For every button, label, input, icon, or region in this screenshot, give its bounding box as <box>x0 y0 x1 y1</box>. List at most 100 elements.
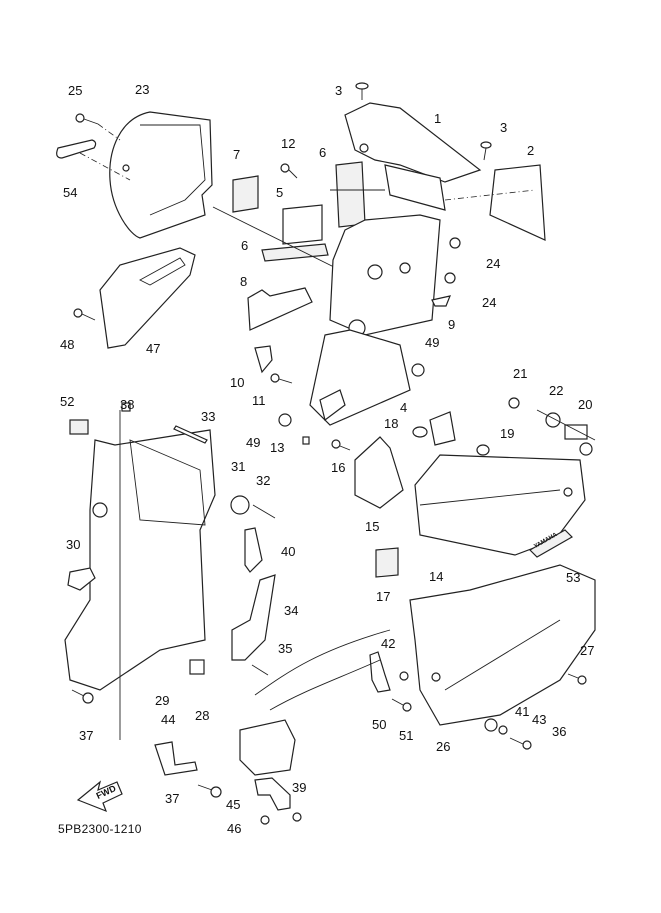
part-pad-17 <box>375 547 399 578</box>
callout-43: 43 <box>532 712 547 727</box>
callout-16: 16 <box>331 460 346 475</box>
part-bolt-27 <box>567 673 587 685</box>
callout-5: 5 <box>276 185 284 200</box>
callout-32: 32 <box>256 473 271 488</box>
callout-46: 46 <box>227 821 242 836</box>
callout-34: 34 <box>284 603 299 618</box>
part-bracket-50 <box>369 651 391 693</box>
part-plate-2 <box>489 164 546 241</box>
part-cover-47 <box>99 247 196 349</box>
callout-15: 15 <box>365 519 380 534</box>
part-nut-21 <box>508 397 520 409</box>
callout-12: 12 <box>281 136 296 151</box>
callout-6: 6 <box>319 145 327 160</box>
part-bolt-51 <box>391 698 412 712</box>
callout-37: 37 <box>79 728 94 743</box>
part-nut-38 <box>121 402 131 412</box>
callout-19: 19 <box>500 426 515 441</box>
part-bracket-15 <box>354 436 404 509</box>
callout-11: 11 <box>252 393 266 408</box>
callout-13: 13 <box>270 440 285 455</box>
part-grommet-54 <box>56 139 97 159</box>
callout-20: 20 <box>578 397 593 412</box>
part-pad-5 <box>282 204 323 245</box>
part-clip-3a <box>355 82 369 100</box>
part-pin-32 <box>252 504 276 519</box>
part-grommet-49a <box>411 363 425 377</box>
callout-36: 36 <box>552 724 567 739</box>
part-42 <box>399 671 409 681</box>
callout-49: 49 <box>246 435 261 450</box>
part-pad-6-upper <box>335 161 366 228</box>
callout-30: 30 <box>66 537 81 552</box>
callout-3: 3 <box>500 120 508 135</box>
part-block-52 <box>69 419 89 435</box>
part-grommet-24b <box>444 272 456 284</box>
part-bolt-48 <box>73 308 96 321</box>
part-side-cover-23 <box>109 111 213 239</box>
part-bolt-25 <box>75 113 99 125</box>
part-bolt-37a <box>71 689 94 704</box>
callout-33: 33 <box>201 409 216 424</box>
callout-24: 24 <box>486 256 501 271</box>
part-grommet-24a <box>449 237 461 249</box>
part-spacer-41 <box>484 718 498 732</box>
callout-45: 45 <box>226 797 241 812</box>
callout-52: 52 <box>60 394 75 409</box>
part-cover-26 <box>409 564 596 726</box>
drawing-code: 5PB2300-1210 <box>58 822 142 836</box>
callout-42: 42 <box>381 636 396 651</box>
part-clip-3b <box>480 141 492 161</box>
callout-24: 24 <box>482 295 497 310</box>
callout-50: 50 <box>372 717 387 732</box>
part-bolt-39 <box>292 812 302 822</box>
part-nut-13 <box>302 436 310 445</box>
callout-35: 35 <box>278 641 293 656</box>
part-pad-6-lower <box>261 243 329 262</box>
callout-22: 22 <box>549 383 564 398</box>
callout-44: 44 <box>161 712 176 727</box>
part-bracket-44 <box>154 741 198 776</box>
callout-17: 17 <box>376 589 391 604</box>
part-bolt-12 <box>280 163 298 179</box>
callout-31: 31 <box>231 459 246 474</box>
callout-41: 41 <box>515 704 530 719</box>
callout-3: 3 <box>335 83 343 98</box>
part-battery-box <box>64 429 216 691</box>
part-flange-31 <box>230 495 250 515</box>
part-bolt-11 <box>270 373 293 384</box>
callout-14: 14 <box>429 569 444 584</box>
part-washer-43 <box>498 725 508 735</box>
callout-37: 37 <box>165 791 180 806</box>
part-emblem-53 <box>529 529 573 558</box>
part-plate-8 <box>247 287 313 331</box>
callout-9: 9 <box>448 317 456 332</box>
callout-39: 39 <box>292 780 307 795</box>
part-valve-unit <box>239 719 296 776</box>
part-exhaust-pipe <box>254 629 391 696</box>
callout-25: 25 <box>68 83 83 98</box>
part-rod-33 <box>173 425 208 444</box>
callout-53: 53 <box>566 570 581 585</box>
callout-6: 6 <box>241 238 249 253</box>
callout-18: 18 <box>384 416 399 431</box>
part-bolt-36 <box>509 737 532 750</box>
part-grommet-18 <box>412 426 428 438</box>
callout-38: 38 <box>120 397 135 412</box>
callout-2: 2 <box>527 143 535 158</box>
part-frame-body <box>329 214 441 336</box>
part-cover-14 <box>414 454 586 556</box>
part-grommet-22 <box>545 412 561 428</box>
callout-26: 26 <box>436 739 451 754</box>
callout-48: 48 <box>60 337 75 352</box>
callout-7: 7 <box>233 147 241 162</box>
part-grommet-19 <box>476 444 490 456</box>
part-sensor-30 <box>67 567 96 591</box>
callout-1: 1 <box>434 111 442 126</box>
callout-8: 8 <box>240 274 248 289</box>
callout-40: 40 <box>281 544 296 559</box>
part-bolt-37b <box>197 784 222 798</box>
callout-49: 49 <box>425 335 440 350</box>
